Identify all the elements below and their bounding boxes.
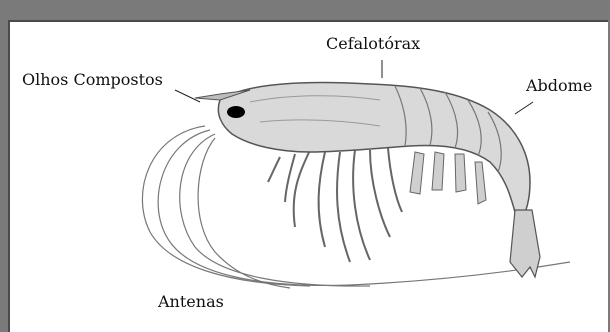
swimmeret xyxy=(410,152,424,194)
swimmerets xyxy=(410,152,486,204)
legs xyxy=(268,148,402,262)
label-compound-eyes: Olhos Compostos xyxy=(22,72,163,88)
compound-eye xyxy=(227,106,245,118)
tail-fan xyxy=(510,210,540,277)
swimmeret xyxy=(432,152,444,190)
figure-canvas: Cefalotórax Olhos Compostos Abdome Anten… xyxy=(8,20,608,332)
leg xyxy=(353,150,370,260)
leg xyxy=(388,148,402,212)
pointer-abdomen xyxy=(515,102,533,114)
label-antennae: Antenas xyxy=(158,294,224,310)
label-abdomen: Abdome xyxy=(526,78,592,94)
leg xyxy=(319,152,325,247)
swimmeret xyxy=(455,154,466,192)
leg xyxy=(337,152,350,262)
label-cephalothorax: Cefalotórax xyxy=(326,36,420,52)
antenna-2 xyxy=(180,134,370,286)
pointer-compound-eyes xyxy=(175,90,200,102)
leg xyxy=(268,157,280,182)
leg xyxy=(294,150,310,227)
swimmeret xyxy=(475,162,486,204)
leg xyxy=(285,154,295,202)
leg xyxy=(370,150,390,237)
shrimp-illustration xyxy=(10,22,608,332)
antenna-4 xyxy=(198,138,290,288)
